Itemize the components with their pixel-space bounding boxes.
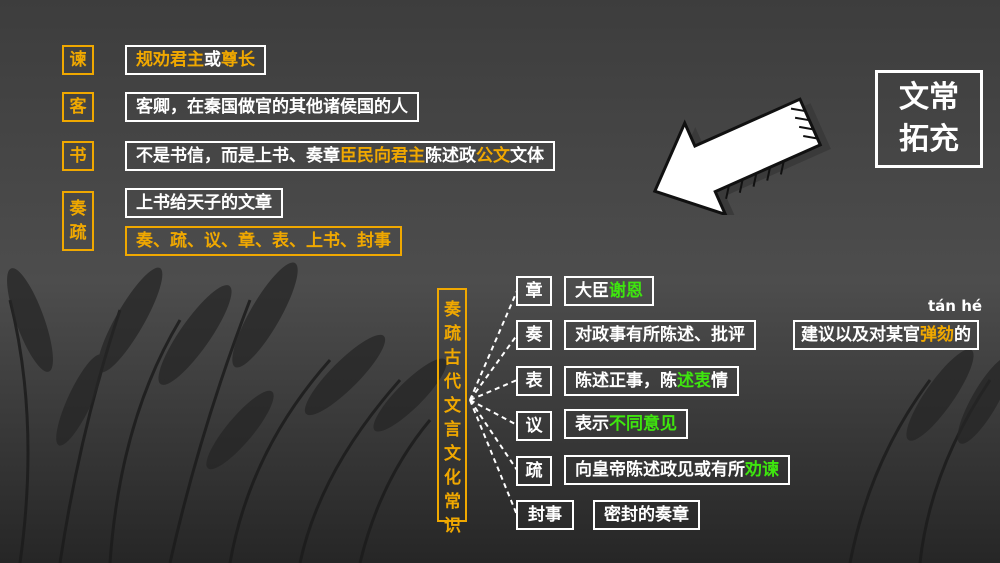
tree-def-shu: 向皇帝陈述政见或有所劝谏 bbox=[564, 455, 790, 485]
def-shu: 不是书信，而是上书、奏章臣民向君主陈述政公文文体 bbox=[125, 141, 555, 171]
def-zoushu-a: 上书给天子的文章 bbox=[125, 188, 283, 218]
topic-title-line2: 拓充 bbox=[899, 122, 959, 157]
tree-def-yi: 表示不同意见 bbox=[564, 409, 688, 439]
tree-def-zhang: 大臣谢恩 bbox=[564, 276, 654, 306]
def-jian: 规劝君主或尊长 bbox=[125, 45, 266, 75]
tag-shu: 书 bbox=[62, 141, 94, 171]
topic-title-line1: 文常 bbox=[899, 80, 959, 115]
tree-root-label: 奏疏古代文言文化常识 bbox=[437, 288, 467, 536]
def-ke: 客卿，在秦国做官的其他诸侯国的人 bbox=[125, 92, 419, 122]
tree-extra-tanhe: 建议以及对某官弹劾的 bbox=[793, 320, 979, 350]
tree-def-fengshi: 密封的奏章 bbox=[593, 500, 700, 530]
tree-key-fengshi: 封事 bbox=[516, 500, 574, 530]
tree-key-biao: 表 bbox=[516, 366, 552, 396]
tag-zoushu: 奏 疏 bbox=[62, 191, 94, 251]
tree-def-biao: 陈述正事，陈述衷情 bbox=[564, 366, 739, 396]
pinyin-tanhe: tán hé bbox=[928, 297, 983, 315]
tag-jian: 谏 bbox=[62, 45, 94, 75]
topic-title: 文常 拓充 bbox=[875, 70, 983, 168]
tree-key-zhang: 章 bbox=[516, 276, 552, 306]
tree-key-shu: 疏 bbox=[516, 456, 552, 486]
tree-def-zou: 对政事有所陈述、批评 bbox=[564, 320, 756, 350]
def-zoushu-b: 奏、疏、议、章、表、上书、封事 bbox=[125, 226, 402, 256]
tree-key-yi: 议 bbox=[516, 411, 552, 441]
big-white-arrow-icon bbox=[652, 97, 831, 215]
tag-ke: 客 bbox=[62, 92, 94, 122]
tree-key-zou: 奏 bbox=[516, 320, 552, 350]
